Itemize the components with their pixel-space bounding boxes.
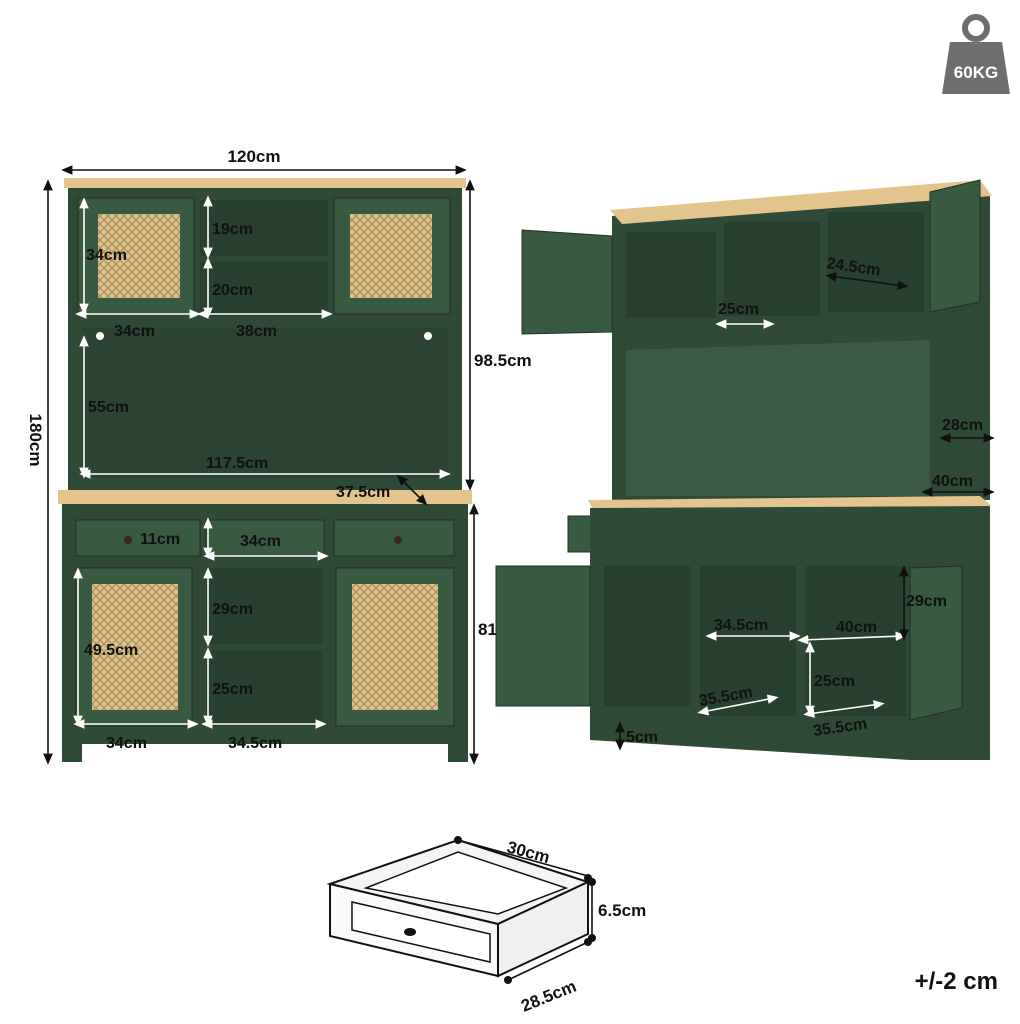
leg-height-label: 5cm: [626, 729, 658, 746]
drawer-height-label: 11cm: [140, 531, 180, 548]
upper-depth-label: 28cm: [942, 417, 983, 434]
open-area-width-label: 117.5cm: [206, 455, 268, 472]
upper-shelf-top-label: 19cm: [212, 221, 253, 238]
lower-shelf-bottom-label: 25cm: [212, 681, 253, 698]
countertop-depth-label: 37.5cm: [336, 484, 390, 501]
lower-middle-width-label: 34.5cm: [228, 735, 282, 752]
front-height-label: 180cm: [26, 414, 45, 467]
upper-shelf-bottom-label: 20cm: [212, 282, 253, 299]
weight-label: 60KG: [954, 63, 998, 82]
side-lower-shelf-bottom-label: 25cm: [814, 673, 855, 690]
upper-compartment-width-label: 25cm: [718, 301, 759, 318]
drawer-height-label: 6.5cm: [598, 901, 646, 920]
drawer-detail: 30cm 6.5cm 28.5cm: [326, 836, 646, 1016]
tolerance-note: +/-2 cm: [914, 968, 998, 995]
lower-door-height-label: 49.5cm: [84, 642, 138, 659]
lower-shelf-top-label: 29cm: [212, 601, 253, 618]
upper-height-label: 98.5cm: [474, 351, 532, 370]
open-area-height-label: 55cm: [88, 399, 129, 416]
front-width-label: 120cm: [228, 147, 281, 166]
side-lower-shelf-top-label: 29cm: [906, 593, 947, 610]
drawer-width-label: 34cm: [240, 533, 281, 550]
weight-badge: 60KG: [942, 14, 1010, 94]
front-view: 120cm 180cm 98.5cm 81.5cm 34cm 19cm 20cm…: [26, 147, 536, 765]
side-view: 24.5cm 25cm 28cm 40cm 34.5cm 40cm 29cm 2…: [495, 179, 995, 760]
side-lower-side-depth-label: 40cm: [836, 619, 877, 636]
weight-icon: [942, 14, 1010, 94]
lower-door-width-label: 34cm: [106, 735, 147, 752]
upper-middle-width-label: 38cm: [236, 323, 277, 340]
drawer-depth-label: 28.5cm: [518, 976, 579, 1015]
upper-door-width-label: 34cm: [114, 323, 155, 340]
counter-depth-label: 40cm: [932, 473, 973, 490]
upper-door-height-label: 34cm: [86, 247, 127, 264]
side-lower-middle-width-label: 34.5cm: [714, 617, 768, 634]
